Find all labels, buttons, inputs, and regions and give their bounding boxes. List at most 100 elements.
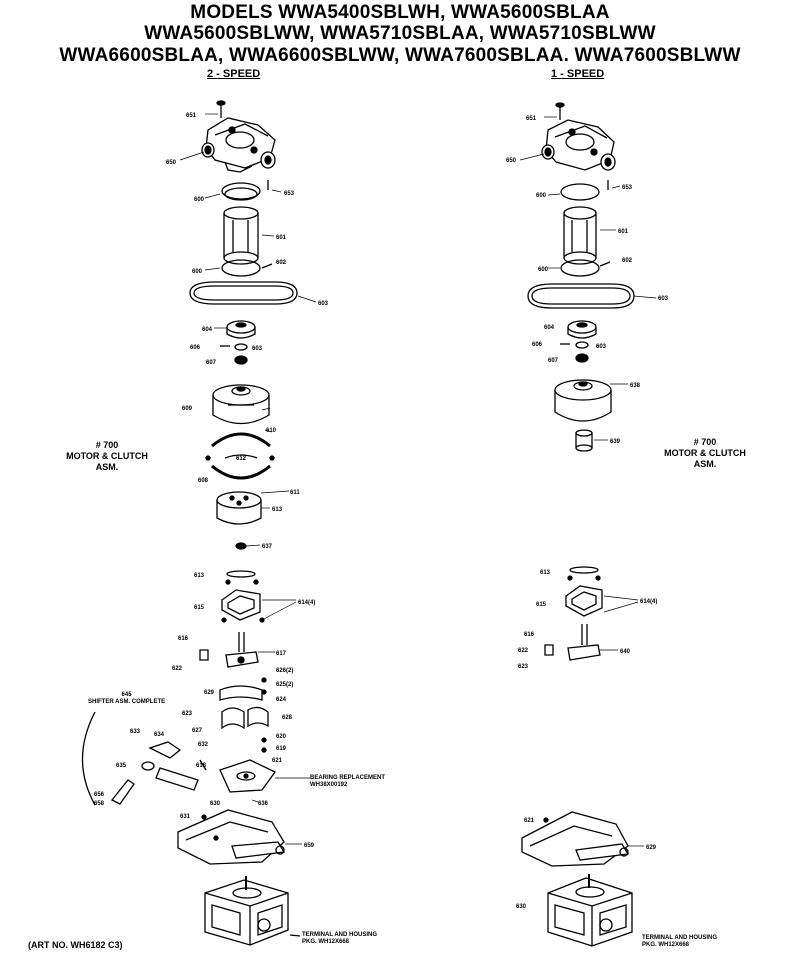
- gear-case-628-left: [177, 809, 286, 865]
- bushing-639-right: [575, 429, 593, 452]
- screw-651-right: [555, 102, 565, 120]
- shifter-645-left: [81, 711, 207, 806]
- label-604-left: 604: [202, 327, 213, 333]
- label-613b-left: 613: [194, 573, 205, 579]
- label-623-left: 623: [182, 711, 193, 717]
- label-608-left: 608: [198, 478, 209, 484]
- label-602-left: 602: [276, 260, 287, 266]
- label-638-right: 638: [630, 383, 641, 389]
- screw-602-left: [261, 263, 273, 269]
- label-614-left: 614(4): [298, 600, 315, 606]
- clamp-600b-right: [560, 259, 600, 277]
- label-600b-left: 600: [192, 269, 203, 275]
- label-601-right: 601: [618, 229, 629, 235]
- label-618-left: 618: [196, 763, 207, 769]
- label-610-left: 610: [266, 428, 277, 434]
- terminal-note-left-part: PKG. WH12X668: [302, 939, 350, 945]
- bearing-note-text: BEARING REPLACEMENT: [310, 775, 386, 781]
- label-636-left: 636: [258, 801, 269, 807]
- terminal-note-right-part: PKG. WH12X668: [642, 942, 690, 948]
- label-629-left: 629: [204, 690, 215, 696]
- label-628-left: 628: [282, 715, 293, 721]
- label-656-left: 656: [94, 792, 105, 798]
- terminal-note-right-text: TERMINAL AND HOUSING: [642, 935, 717, 941]
- shifter-note: 645 SHIFTER ASM. COMPLETE: [88, 692, 165, 706]
- label-600-left: 600: [194, 197, 205, 203]
- label-606-right: 606: [532, 342, 543, 348]
- header-line-3: WWA6600SBLAA, WWA6600SBLWW, WWA7600SBLAA…: [59, 45, 741, 66]
- column-label-two-speed: 2 - SPEED: [207, 68, 261, 80]
- motor-630-left: [204, 876, 289, 946]
- gear-case-629-right: [521, 811, 630, 867]
- label-606-left: 606: [190, 345, 201, 351]
- label-624-left: 624: [276, 697, 287, 703]
- clamp-600b-left: [221, 259, 261, 277]
- clutch-drum-609-left: [212, 384, 270, 425]
- belt-603-left: [189, 281, 298, 305]
- label-617-left: 617: [276, 651, 287, 657]
- label-611-left: 611: [290, 490, 300, 496]
- motor-clutch-label-right: # 700 MOTOR & CLUTCH ASM.: [650, 437, 760, 470]
- label-651-right: 651: [526, 116, 537, 122]
- label-653-left: 653: [284, 191, 295, 197]
- label-629-right: 629: [646, 845, 657, 851]
- bracket-615-right: [565, 566, 603, 617]
- motor-label-right-line-2: MOTOR & CLUTCH: [664, 448, 746, 458]
- terminal-note-right: TERMINAL AND HOUSING PKG. WH12X668: [642, 935, 717, 949]
- header-line-1: MODELS WWA5400SBLWH, WWA5600SBLAA: [190, 2, 610, 23]
- label-623-right: 623: [518, 664, 529, 670]
- label-631-left: 631: [180, 814, 191, 820]
- label-603-left: 603: [318, 301, 329, 307]
- shaft-640-right: [544, 624, 601, 661]
- label-615-right: 615: [536, 602, 547, 608]
- label-640-right: 640: [620, 649, 631, 655]
- label-635-left: 635: [116, 763, 127, 769]
- label-600b-right: 600: [538, 267, 549, 273]
- clutch-drum-638-right: [554, 379, 612, 422]
- label-603b-left: 603: [252, 346, 263, 352]
- label-616-right: 616: [524, 632, 535, 638]
- coupling-601-right: [563, 206, 597, 265]
- label-634-left: 634: [154, 732, 165, 738]
- shaft-617-left: [199, 632, 259, 668]
- label-653-right: 653: [622, 185, 633, 191]
- clamp-600-right: [560, 183, 600, 201]
- label-622-right: 622: [518, 648, 529, 654]
- shifter-note-number: 645: [121, 692, 132, 698]
- label-626-left: 626(2): [276, 668, 293, 674]
- label-622-left: 622: [172, 666, 183, 672]
- clutch-shoes-610-left: [205, 432, 275, 480]
- clutch-carrier-612-left: [216, 491, 262, 525]
- motor-label-left-line-3: ASM.: [95, 462, 119, 472]
- label-650-right: 650: [506, 158, 517, 164]
- label-607-right: 607: [548, 358, 559, 364]
- label-612-left: 612: [236, 456, 247, 462]
- header-line-2: WWA5600SBLWW, WWA5710SBLAA, WWA5710SBLWW: [144, 23, 656, 44]
- motor-label-right-line-3: ASM.: [693, 459, 717, 469]
- coupling-601-left: [223, 206, 259, 265]
- label-603-right: 603: [658, 296, 669, 302]
- label-615-left: 615: [194, 605, 205, 611]
- part-labels-right: 651 650 653 600 601 600 602 603 604 606 …: [506, 116, 669, 910]
- label-604-right: 604: [544, 325, 555, 331]
- art-number: (ART NO. WH6182 C3): [28, 940, 123, 950]
- label-632-left: 632: [198, 742, 209, 748]
- label-625-left: 625(2): [276, 682, 293, 688]
- label-621-right: 621: [524, 818, 535, 824]
- column-label-one-speed: 1 - SPEED: [551, 68, 605, 80]
- belt-603-right: [527, 283, 635, 309]
- terminal-note-left: TERMINAL AND HOUSING PKG. WH12X668: [302, 932, 377, 946]
- nut-607-left: [234, 355, 248, 365]
- pulley-604-right: [567, 320, 597, 339]
- label-639-right: 639: [610, 439, 621, 445]
- screw-651-left: [216, 100, 226, 118]
- label-607-left: 607: [206, 360, 217, 366]
- bearing-housing-619-left: [219, 759, 276, 793]
- label-603b-right: 603: [596, 344, 607, 350]
- label-633-left: 633: [130, 729, 141, 735]
- label-619-left: 619: [276, 746, 287, 752]
- label-601-left: 601: [276, 235, 287, 241]
- bearing-note-part: WH38X00192: [310, 782, 348, 788]
- pump-650-right: [541, 119, 616, 171]
